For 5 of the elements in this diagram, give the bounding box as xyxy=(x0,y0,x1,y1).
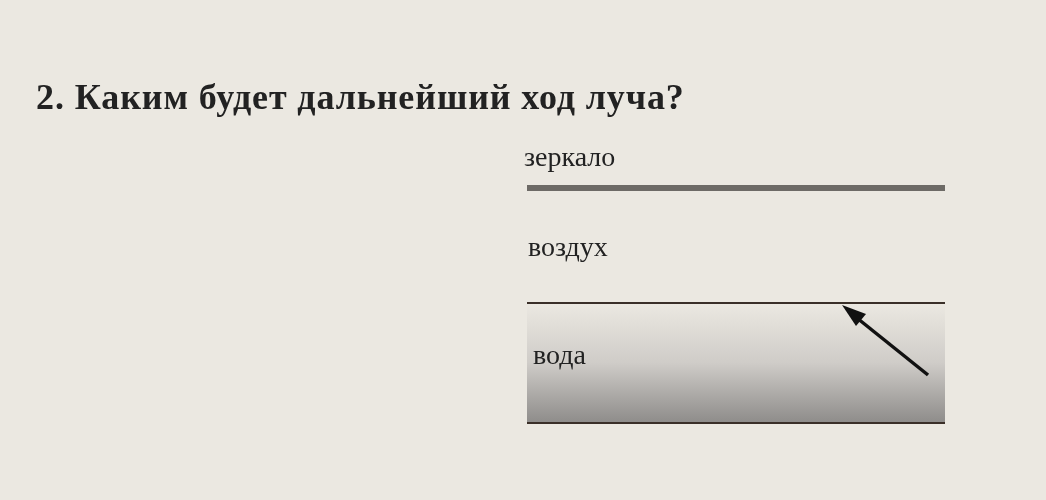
medium-label: воздух xyxy=(528,230,608,264)
medium-label: вода xyxy=(533,338,586,372)
medium-label: зеркало xyxy=(524,140,616,174)
water-region xyxy=(527,302,945,424)
question-title: 2. Каким будет дальнейший ход луча? xyxy=(36,76,685,119)
